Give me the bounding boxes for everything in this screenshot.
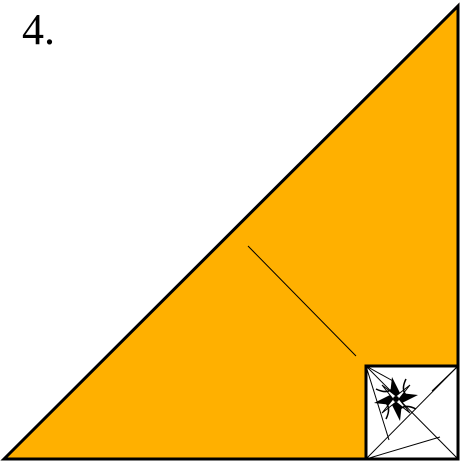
crease-line [247,245,357,357]
corner-crease-top [365,365,394,382]
step-number-label: 4. [22,5,55,54]
folded-corner-square [364,364,460,461]
corner-crease-diagonal-b [365,365,459,460]
corner-crease-right [431,365,459,392]
star-burst-fold-mark-icon [374,377,418,421]
corner-crease-bottom [365,436,441,460]
